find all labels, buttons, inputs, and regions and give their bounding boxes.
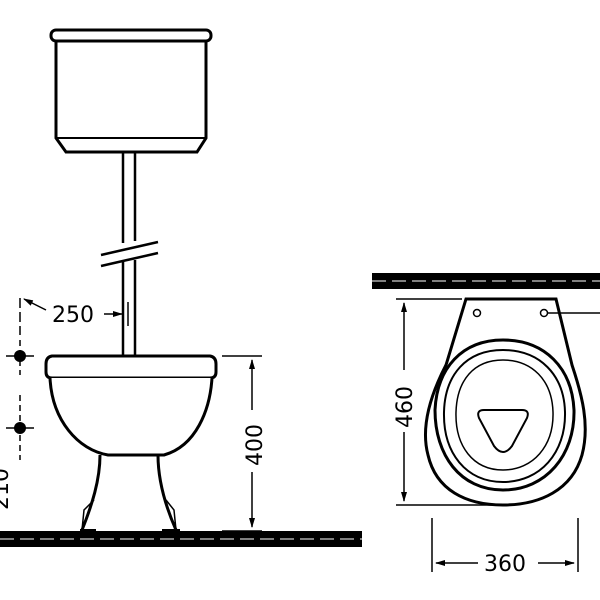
dimension-label-400: 400 <box>243 424 268 466</box>
dimension-250: 250 <box>23 298 129 328</box>
seat-plan <box>423 297 600 507</box>
dimension-360: 360 <box>431 518 579 577</box>
dimension-label-250: 250 <box>52 303 94 328</box>
dimension-label-460: 460 <box>393 386 418 428</box>
plan-view: 460 360 <box>372 273 600 577</box>
dimension-400: 400 <box>222 355 268 532</box>
side-elevation: 250 400 210 <box>0 28 362 547</box>
dimension-label-360: 360 <box>484 552 526 577</box>
cistern <box>49 28 213 154</box>
dimension-label-210: 210 <box>0 468 14 510</box>
dimension-210: 210 <box>0 468 14 510</box>
toilet-pan <box>44 354 218 531</box>
dimension-460: 460 <box>393 298 500 506</box>
flush-pipe <box>100 152 159 356</box>
wall-fixing-marks <box>6 298 34 460</box>
